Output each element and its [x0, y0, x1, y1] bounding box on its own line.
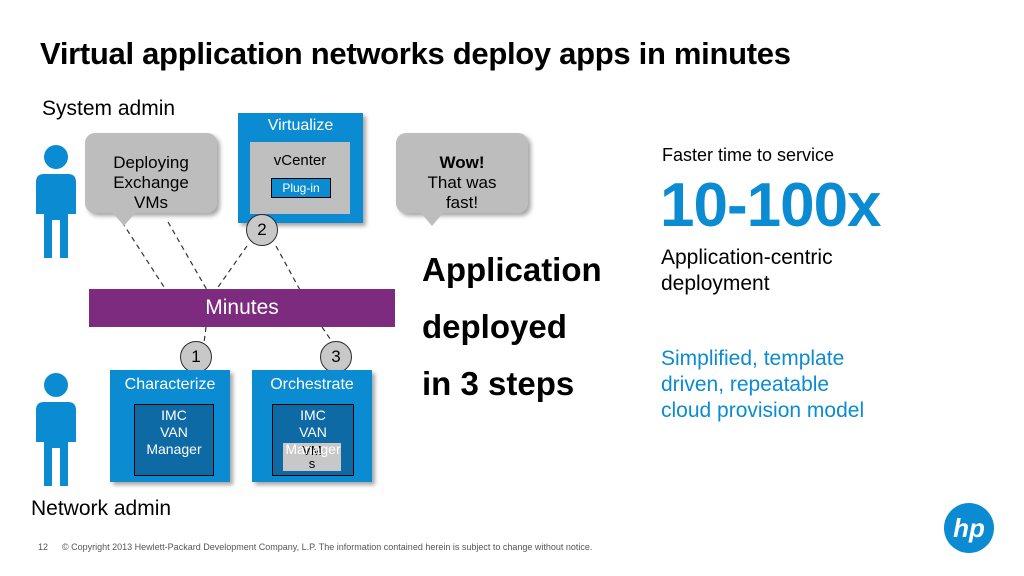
bubble-line: Wow! — [439, 153, 485, 172]
vms-line: VM — [302, 443, 322, 458]
vms-line: s — [308, 456, 316, 471]
imc-van-manager-box: IMC VAN Manager — [134, 404, 214, 476]
manager-line: Manager — [146, 441, 202, 457]
manager-line: IMC — [161, 407, 187, 423]
minutes-bar: Minutes — [89, 289, 395, 327]
manager-line: Manager — [285, 441, 341, 457]
person-icon — [36, 373, 76, 486]
characterize-box: Characterize IMC VAN Manager — [110, 370, 230, 482]
metric-sub-line: deployment — [661, 272, 770, 295]
benefit-line: Simplified, template — [661, 347, 845, 370]
headline-steps: Application deployed in 3 steps — [422, 245, 602, 409]
bubble-line: fast! — [445, 193, 479, 212]
speech-bubble-deploying: Deploying Exchange VMs — [85, 133, 217, 213]
manager-line: VAN — [299, 424, 327, 440]
benefit-line: cloud provision model — [661, 399, 865, 422]
metric-value: 10-100x — [660, 171, 882, 240]
manager-line: VAN — [160, 424, 188, 440]
bubble-tail — [420, 212, 444, 226]
headline-line: Application — [422, 251, 602, 288]
manager-line: IMC — [300, 407, 326, 423]
hp-logo-icon: hp — [944, 503, 994, 553]
vms-overlay: VM s — [283, 443, 341, 471]
person-icon — [36, 145, 76, 258]
benefit-line: driven, repeatable — [661, 373, 830, 396]
characterize-label: Characterize — [124, 376, 216, 393]
page-number: 12 — [38, 542, 49, 552]
vcenter-label: vCenter — [273, 152, 327, 169]
page-title: Virtual application networks deploy apps… — [40, 36, 791, 71]
bubble-line: That was — [427, 173, 497, 192]
vcenter-box: vCenter Plug-in — [250, 142, 350, 214]
bubble-line: VMs — [134, 193, 168, 212]
headline-line: in 3 steps — [422, 365, 575, 402]
metric-caption: Faster time to service — [662, 145, 835, 165]
step-2-circle: 2 — [246, 214, 278, 246]
benefit-text: Simplified, template driven, repeatable … — [661, 346, 864, 424]
copyright-text: © Copyright 2013 Hewlett-Packard Develop… — [62, 542, 593, 552]
step-3-circle: 3 — [320, 341, 352, 373]
orchestrate-label: Orchestrate — [270, 376, 354, 393]
network-admin-label: Network admin — [31, 497, 172, 520]
bubble-line: Deploying — [113, 153, 189, 172]
manager-text: IMC VAN Manager — [273, 407, 353, 458]
metric-sub-line: Application-centric — [661, 246, 833, 269]
imc-van-manager-box: VM s IMC VAN Manager — [272, 404, 354, 476]
metric-subtext: Application-centric deployment — [661, 245, 833, 297]
virtualize-label: Virtualize — [267, 117, 334, 134]
plugin-badge: Plug-in — [271, 178, 331, 198]
bubble-tail — [112, 212, 136, 226]
bubble-line: Exchange — [113, 173, 189, 192]
headline-line: deployed — [422, 308, 567, 345]
virtualize-box: Virtualize vCenter Plug-in — [238, 113, 363, 223]
speech-bubble-wow: Wow! That was fast! — [396, 133, 528, 213]
orchestrate-box: Orchestrate VM s IMC VAN Manager — [252, 370, 372, 482]
step-1-circle: 1 — [180, 341, 212, 373]
system-admin-label: System admin — [42, 97, 176, 120]
